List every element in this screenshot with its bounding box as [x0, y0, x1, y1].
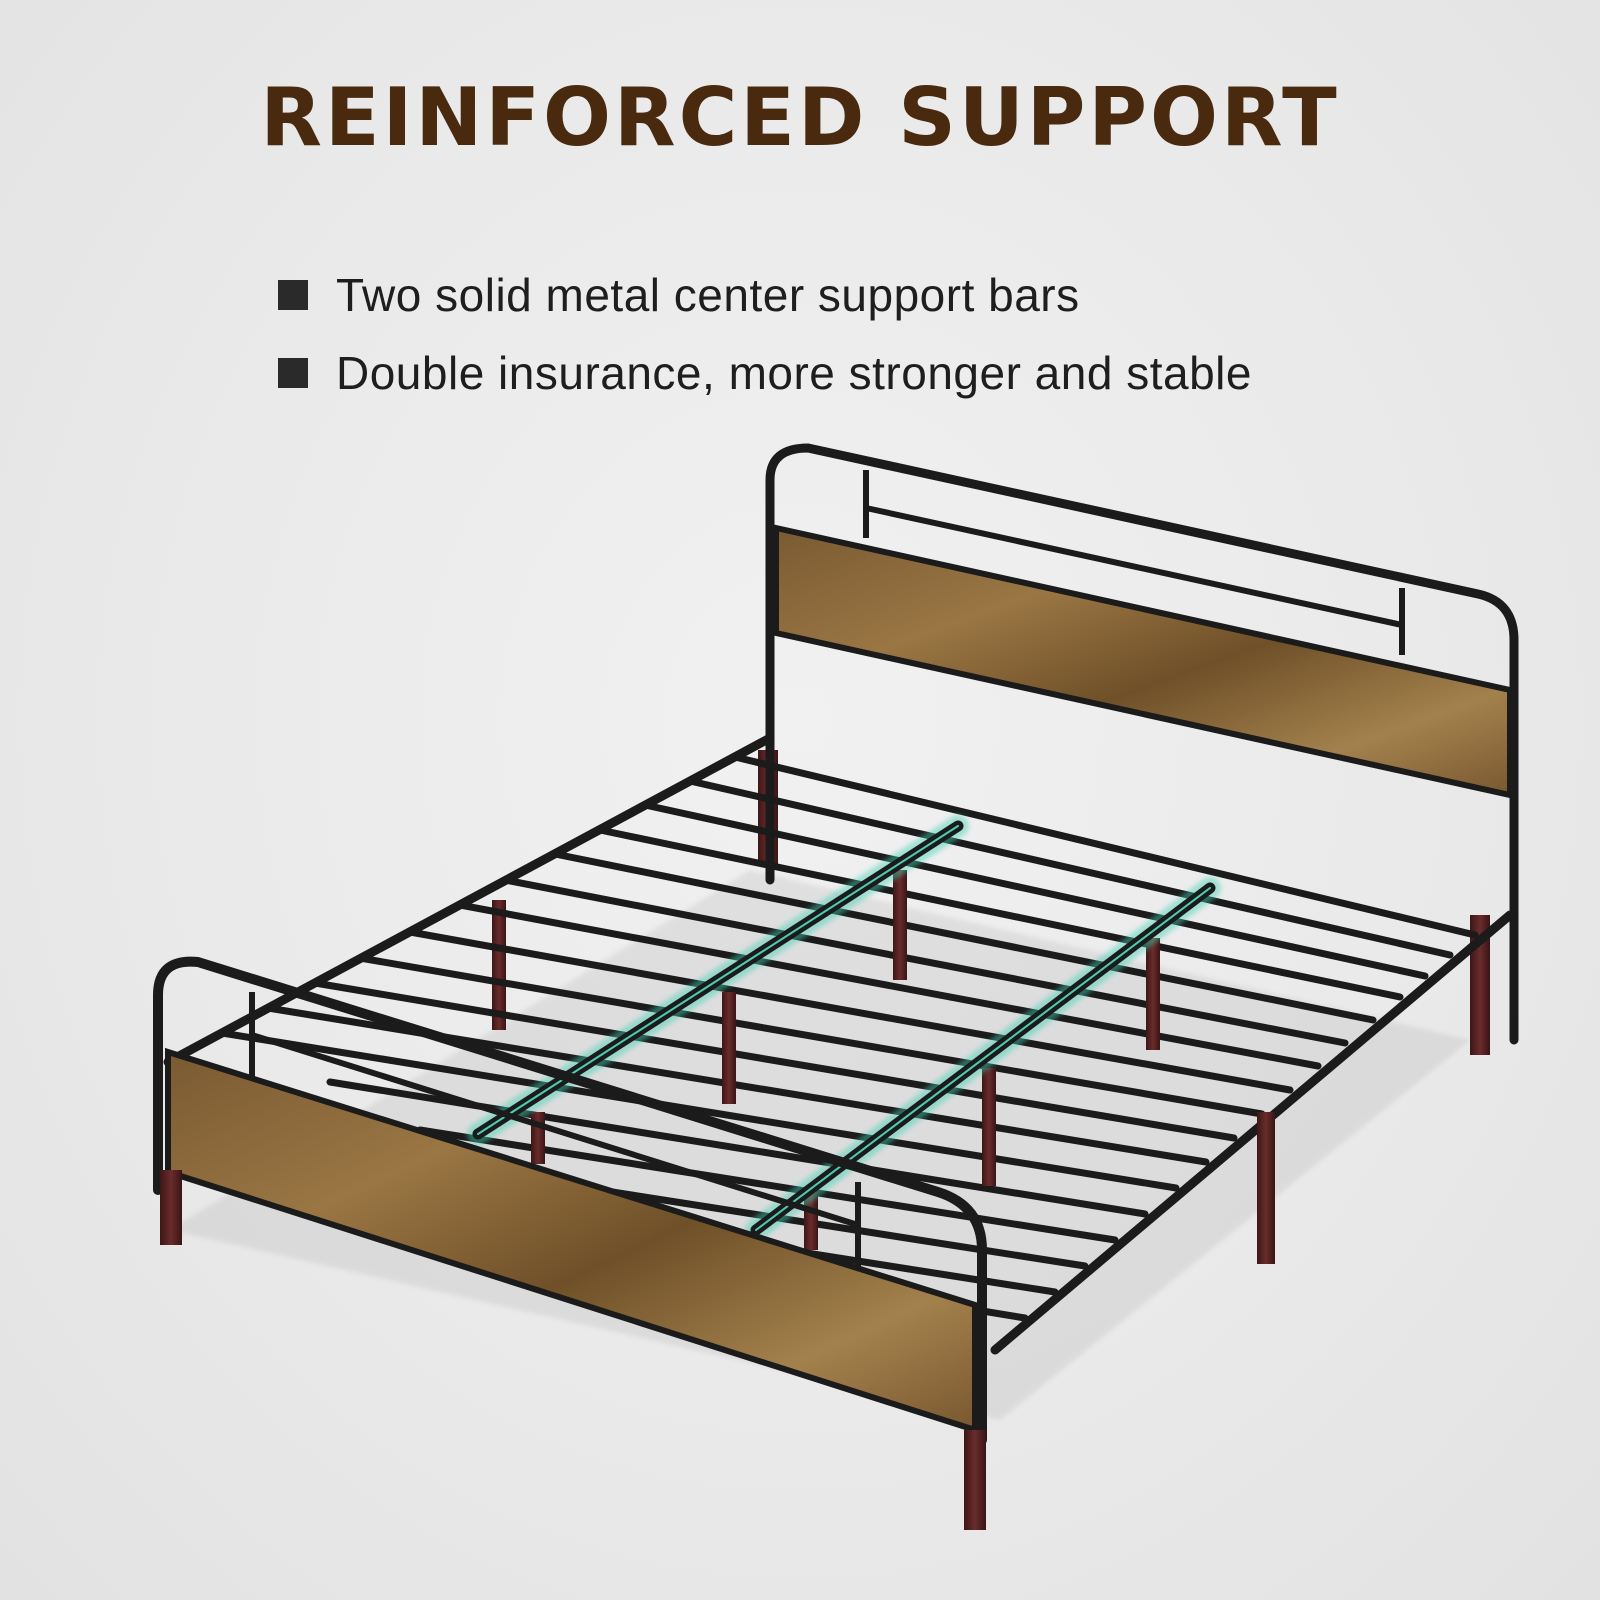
- feature-text: Two solid metal center support bars: [336, 269, 1080, 321]
- feature-text: Double insurance, more stronger and stab…: [336, 347, 1252, 399]
- front-right-legs: [1257, 1112, 1275, 1264]
- front-legs: [160, 1170, 986, 1530]
- square-bullet-icon: [278, 280, 308, 310]
- headboard: [765, 443, 1519, 1045]
- center-support-bars: [467, 815, 1221, 1241]
- slats: [218, 753, 1479, 1322]
- feature-item: Double insurance, more stronger and stab…: [278, 334, 1252, 412]
- feature-item: Two solid metal center support bars: [278, 256, 1252, 334]
- square-bullet-icon: [278, 358, 308, 388]
- feature-list: Two solid metal center support bars Doub…: [278, 256, 1252, 412]
- headline: REINFORCED SUPPORT: [260, 71, 1340, 164]
